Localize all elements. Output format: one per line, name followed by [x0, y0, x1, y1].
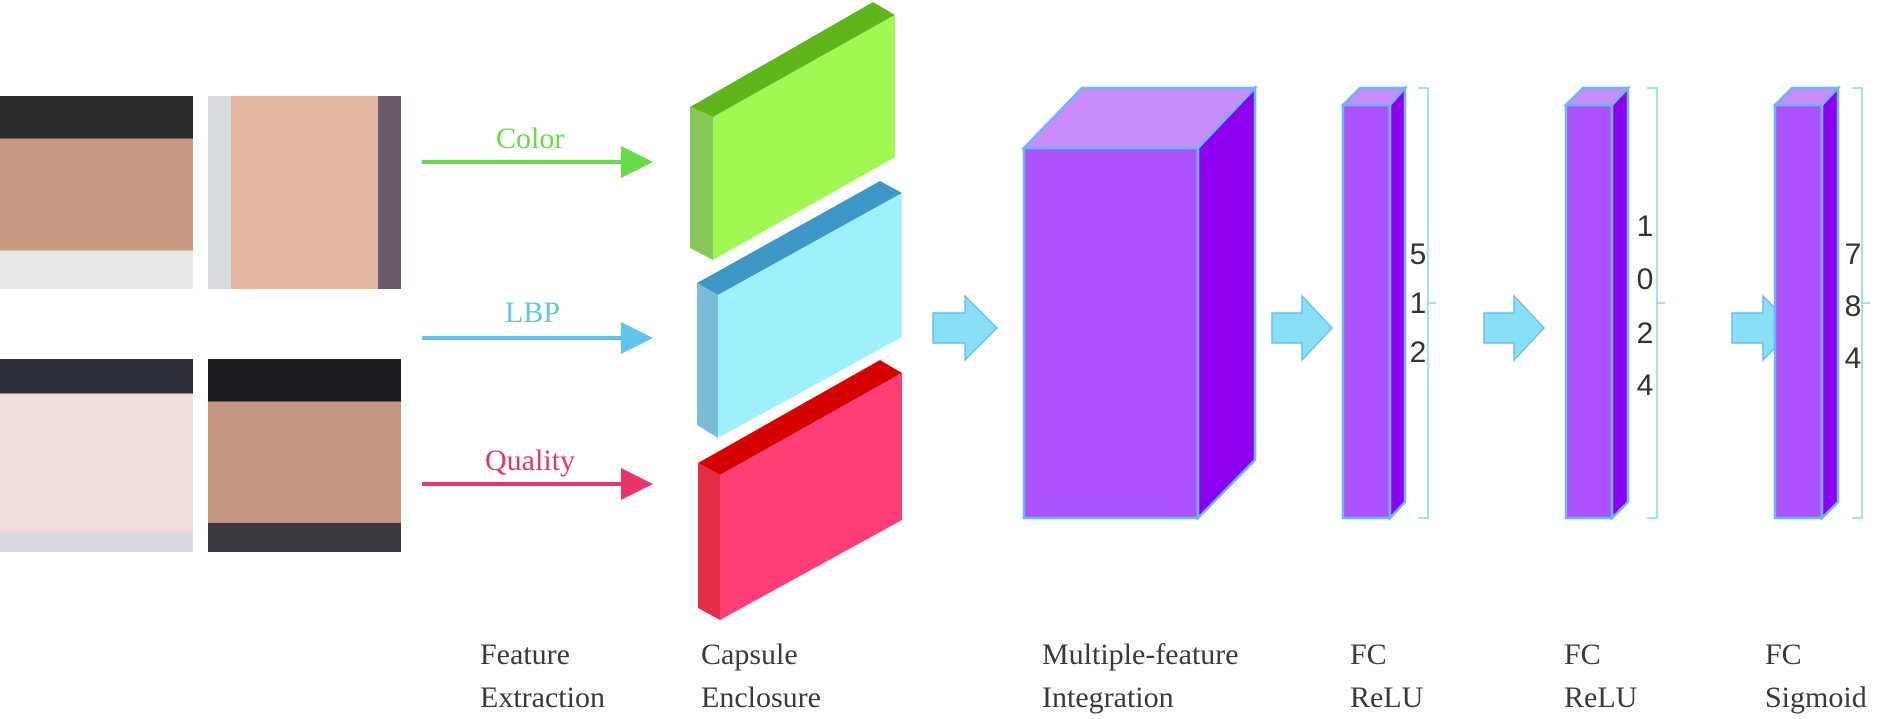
arrow-right-icon	[932, 294, 999, 362]
fc2-size-digit: 4	[1636, 369, 1654, 402]
face-image-4	[208, 359, 401, 552]
brace-fc1	[1418, 87, 1436, 519]
quality-label: Quality	[485, 444, 575, 477]
arrow-right-icon	[1483, 294, 1546, 362]
quality-capsule	[698, 360, 902, 620]
fc-layer-3	[1771, 84, 1841, 522]
face-image-1	[0, 96, 193, 289]
color-label: Color	[496, 122, 565, 155]
fc3-size-digit: 7	[1844, 238, 1862, 271]
fc2-size-digit: 2	[1636, 317, 1654, 350]
fc2-size-digit: 1	[1636, 210, 1654, 243]
fc-layer-1	[1339, 84, 1408, 522]
fc1-size-digit: 5	[1409, 238, 1427, 271]
fc3-size-digit: 4	[1844, 342, 1862, 375]
lbp-capsule	[697, 181, 902, 438]
fc3-size-digit: 8	[1844, 290, 1862, 323]
fc2-size-digit: 0	[1636, 263, 1654, 296]
face-image-3	[0, 359, 193, 552]
brace-fc2	[1647, 87, 1665, 519]
fc1-size-digit: 2	[1409, 336, 1427, 369]
lbp-label: LBP	[505, 296, 561, 329]
fc1-size-digit: 1	[1409, 287, 1427, 320]
arrow-right-icon	[1271, 294, 1334, 362]
face-image-2	[208, 96, 401, 289]
color-capsule	[690, 2, 895, 260]
fc-layer-2	[1562, 84, 1631, 522]
integration-block	[1021, 84, 1258, 522]
brace-fc3	[1852, 87, 1870, 519]
